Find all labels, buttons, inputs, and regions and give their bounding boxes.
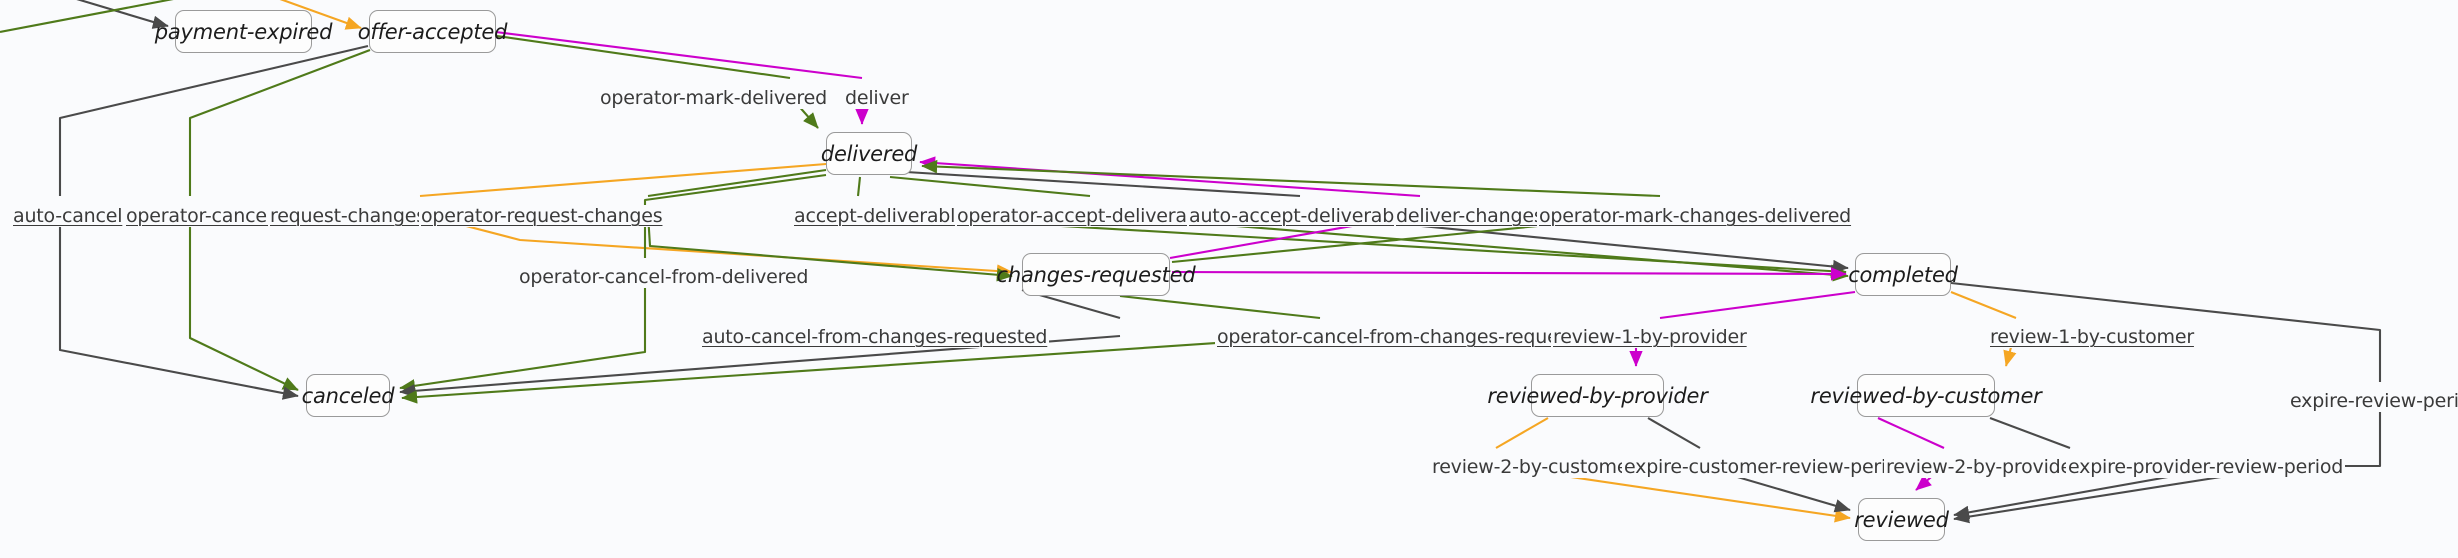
edge-offer-accepted-to-delivered-deliver	[495, 30, 863, 80]
edge-label-request-changes[interactable]: request-changes	[268, 205, 428, 227]
node-label: reviewed-by-provider	[1487, 383, 1708, 408]
edge-label-deliver[interactable]: deliver	[843, 87, 911, 109]
edge-label-auto-cancel[interactable]: auto-cancel	[11, 205, 125, 227]
edge-label-operator-cancel-from-delivered[interactable]: operator-cancel-from-delivered	[517, 266, 811, 288]
edge-start-to-offer-accepted	[279, 0, 362, 30]
edge-offer-accepted-to-canceled-dark2	[58, 214, 299, 400]
edge-delivered-to-completed-auto-accept	[905, 170, 1301, 198]
edge-rbc-to-reviewed-dark	[1989, 417, 2071, 449]
edge-delivered-to-changes-requested-orange	[419, 162, 827, 198]
edge-delivered-to-canceled	[643, 173, 827, 258]
node-canceled[interactable]: canceled	[302, 374, 395, 417]
edge-label-operator-request-changes[interactable]: operator-request-changes	[419, 205, 665, 227]
edge-label-review-1-by-customer[interactable]: review-1-by-customer	[1988, 326, 2196, 348]
edge-label-operator-mark-delivered[interactable]: operator-mark-delivered	[598, 87, 829, 109]
edge-delivered-to-completed-accept	[856, 176, 862, 197]
edge-label-review-2-by-provider[interactable]: review-2-by-provider	[1884, 456, 2082, 478]
node-label: changes-requested	[996, 262, 1196, 287]
node-reviewed-by-provider[interactable]: reviewed-by-provider	[1487, 374, 1708, 417]
edge-operator-cancel-from-delivered-tail	[399, 276, 647, 393]
edge-label-operator-accept-deliverable[interactable]: operator-accept-deliverable	[955, 205, 1218, 227]
edge-operator-mark-changes-delivered-tail	[921, 159, 1661, 198]
edge-label-deliver-changes[interactable]: deliver-changes	[1394, 205, 1546, 227]
edge-label-expire-customer-review-period[interactable]: expire-customer-review-period	[1622, 456, 1912, 478]
node-label: reviewed	[1854, 507, 1949, 532]
edge-label-expire-review-period[interactable]: expire-review-period	[2288, 390, 2458, 412]
node-label: delivered	[820, 141, 918, 166]
node-payment-expired[interactable]: payment-expired	[155, 10, 332, 53]
edge-operator-cancel-from-changes-requested-tail	[401, 334, 1321, 404]
node-label: offer-accepted	[357, 19, 508, 44]
edge-label-auto-cancel-from-changes-requested[interactable]: auto-cancel-from-changes-requested	[700, 326, 1050, 348]
node-reviewed-by-customer[interactable]: reviewed-by-customer	[1810, 374, 2042, 417]
node-reviewed[interactable]: reviewed	[1854, 498, 1949, 541]
edge-label-auto-accept-deliverable[interactable]: auto-accept-deliverable	[1187, 205, 1413, 227]
edge-completed-to-reviewed-expire	[1950, 281, 2382, 382]
node-completed[interactable]: completed	[1848, 253, 1958, 296]
edge-label-review-1-by-provider[interactable]: review-1-by-provider	[1551, 326, 1749, 348]
node-label: payment-expired	[154, 19, 333, 44]
edge-delivered-to-changes-requested-green	[647, 168, 827, 198]
node-label: canceled	[301, 383, 395, 408]
edge-rbc-to-reviewed-magenta	[1877, 417, 1945, 449]
edge-changes-requested-to-completed-magenta	[1171, 267, 1847, 281]
node-delivered[interactable]: delivered	[821, 132, 917, 175]
edge-label-operator-cancel[interactable]: operator-cancel	[124, 205, 274, 227]
node-offer-accepted[interactable]: offer-accepted	[358, 10, 507, 53]
edge-delivered-to-completed-operator-accept	[889, 175, 1091, 198]
edge-completed-to-reviewed-by-customer	[1950, 291, 2017, 319]
edge-label-operator-mark-changes-delivered[interactable]: operator-mark-changes-delivered	[1537, 205, 1854, 227]
node-label: reviewed-by-customer	[1810, 383, 2042, 408]
edge-offer-accepted-to-canceled-green2	[188, 214, 299, 391]
edge-start-to-payment-expired	[76, 0, 169, 29]
edge-label-operator-cancel-from-changes-requested[interactable]: operator-cancel-from-changes-requested	[1215, 326, 1601, 348]
edge-rbp-to-reviewed-orange	[1495, 417, 1549, 449]
edge-rbp-to-reviewed-dark	[1647, 417, 1701, 449]
edge-deliver-changes-tail	[919, 156, 1421, 198]
node-label: completed	[1848, 262, 1958, 287]
edge-offer-accepted-to-canceled-green	[188, 49, 371, 196]
edge-label-expire-provider-review-period[interactable]: expire-provider-review-period	[2066, 456, 2346, 478]
edge-label-accept-deliverable[interactable]: accept-deliverable	[792, 205, 969, 227]
node-changes-requested[interactable]: changes-requested	[997, 253, 1196, 296]
edge-offer-accepted-to-delivered-operator	[496, 34, 791, 80]
edge-green-offcanvas-a	[0, 0, 174, 34]
edge-label-review-2-by-customer[interactable]: review-2-by-customer	[1430, 456, 1638, 478]
edge-completed-to-reviewed-by-provider	[1659, 290, 1856, 320]
edge-changes-requested-to-canceled-green	[1119, 294, 1321, 320]
edge-offer-accepted-to-canceled-dark	[58, 44, 369, 196]
